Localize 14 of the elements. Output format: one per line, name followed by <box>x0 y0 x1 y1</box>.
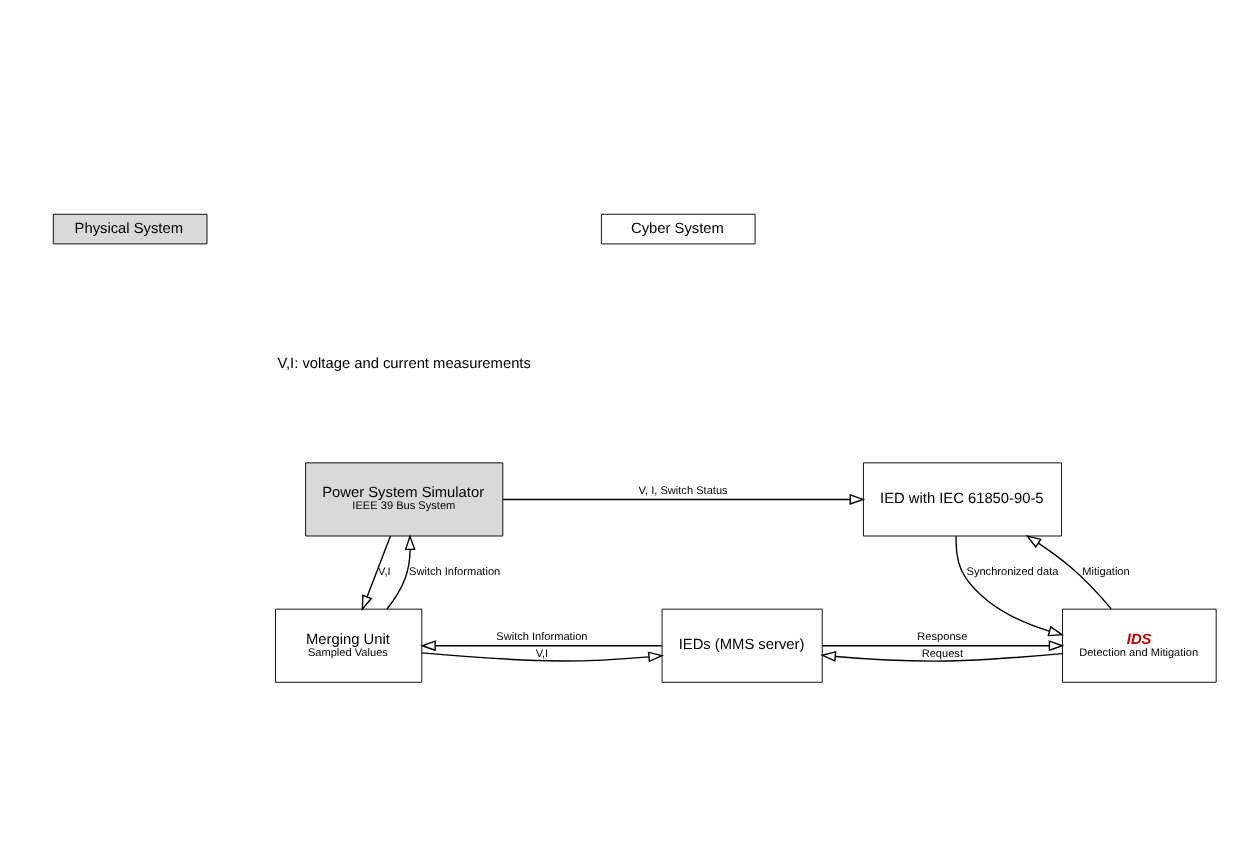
arrow <box>821 640 1065 652</box>
legend-label: Cyber System <box>631 218 724 237</box>
arrow <box>386 534 416 610</box>
arrow <box>820 651 1064 662</box>
arrow <box>361 535 392 611</box>
node-box: IEDs (MMS server) <box>661 608 823 683</box>
arrow <box>1025 534 1112 610</box>
arrow <box>421 651 664 663</box>
arrow <box>502 493 866 505</box>
legend-label: Physical System <box>74 218 184 237</box>
node-box: IED with IEC 61850-90-5 <box>862 462 1063 537</box>
label: V,I: voltage and current measurements <box>277 353 531 372</box>
arrow <box>955 535 1065 637</box>
arrow <box>420 640 663 652</box>
